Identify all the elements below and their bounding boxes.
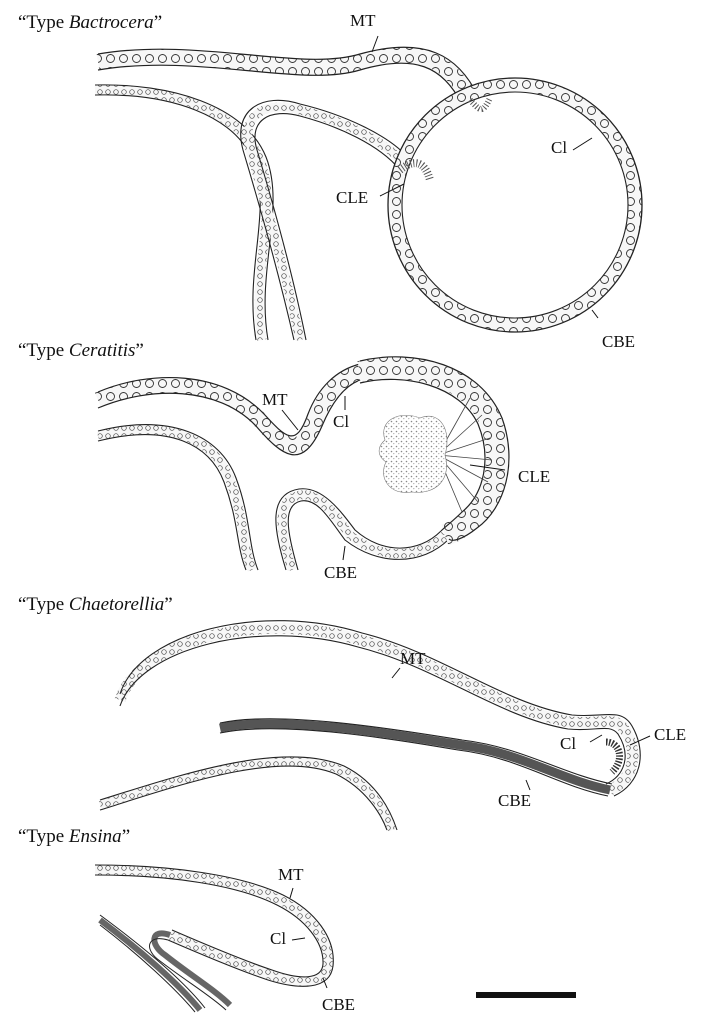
ceratitis-lower-wall bbox=[98, 430, 252, 570]
ensina-main-wall bbox=[95, 870, 328, 982]
panel-title-bactrocera: “Type Bactrocera” bbox=[18, 12, 162, 34]
scale-bar bbox=[476, 992, 576, 998]
ensina-label-ci: Cl bbox=[270, 930, 286, 947]
panel-title-chaetorellia: “Type Chaetorellia” bbox=[18, 594, 173, 616]
panel-title-ceratitis: “Type Ceratitis” bbox=[18, 340, 144, 362]
chaetorellia-label-mt: MT bbox=[400, 650, 426, 667]
cbe-leader bbox=[592, 310, 598, 318]
ceratitis-inner-wall bbox=[282, 495, 445, 570]
panel-title-ensina: “Type Ensina” bbox=[18, 826, 130, 848]
bactrocera-capsule bbox=[395, 85, 635, 325]
bactrocera-label-cbe: CBE bbox=[602, 333, 635, 350]
chaetorellia-section bbox=[100, 621, 650, 830]
ceratitis-label-cle: CLE bbox=[518, 468, 550, 485]
ensina-lower-wall bbox=[100, 920, 200, 1010]
bactrocera-section bbox=[95, 36, 642, 340]
bactrocera-label-cle: CLE bbox=[336, 189, 368, 206]
bactrocera-label-ci: Cl bbox=[551, 139, 567, 156]
ceratitis-label-cbe: CBE bbox=[324, 564, 357, 581]
ceratitis-label-mt: MT bbox=[262, 391, 288, 408]
ensina-label-cbe: CBE bbox=[322, 996, 355, 1013]
ceratitis-label-ci: Cl bbox=[333, 413, 349, 430]
chaetorellia-label-ci: Cl bbox=[560, 735, 576, 752]
ensina-section bbox=[95, 865, 333, 1012]
ceratitis-secretion bbox=[379, 415, 447, 492]
ceratitis-section bbox=[98, 357, 509, 570]
ensina-label-mt: MT bbox=[278, 866, 304, 883]
chaetorellia-label-cbe: CBE bbox=[498, 792, 531, 809]
ci-leader bbox=[573, 138, 592, 150]
bactrocera-label-mt: MT bbox=[350, 12, 376, 29]
chaetorellia-label-cle: CLE bbox=[654, 726, 686, 743]
bactrocera-inner-wall bbox=[248, 107, 405, 340]
